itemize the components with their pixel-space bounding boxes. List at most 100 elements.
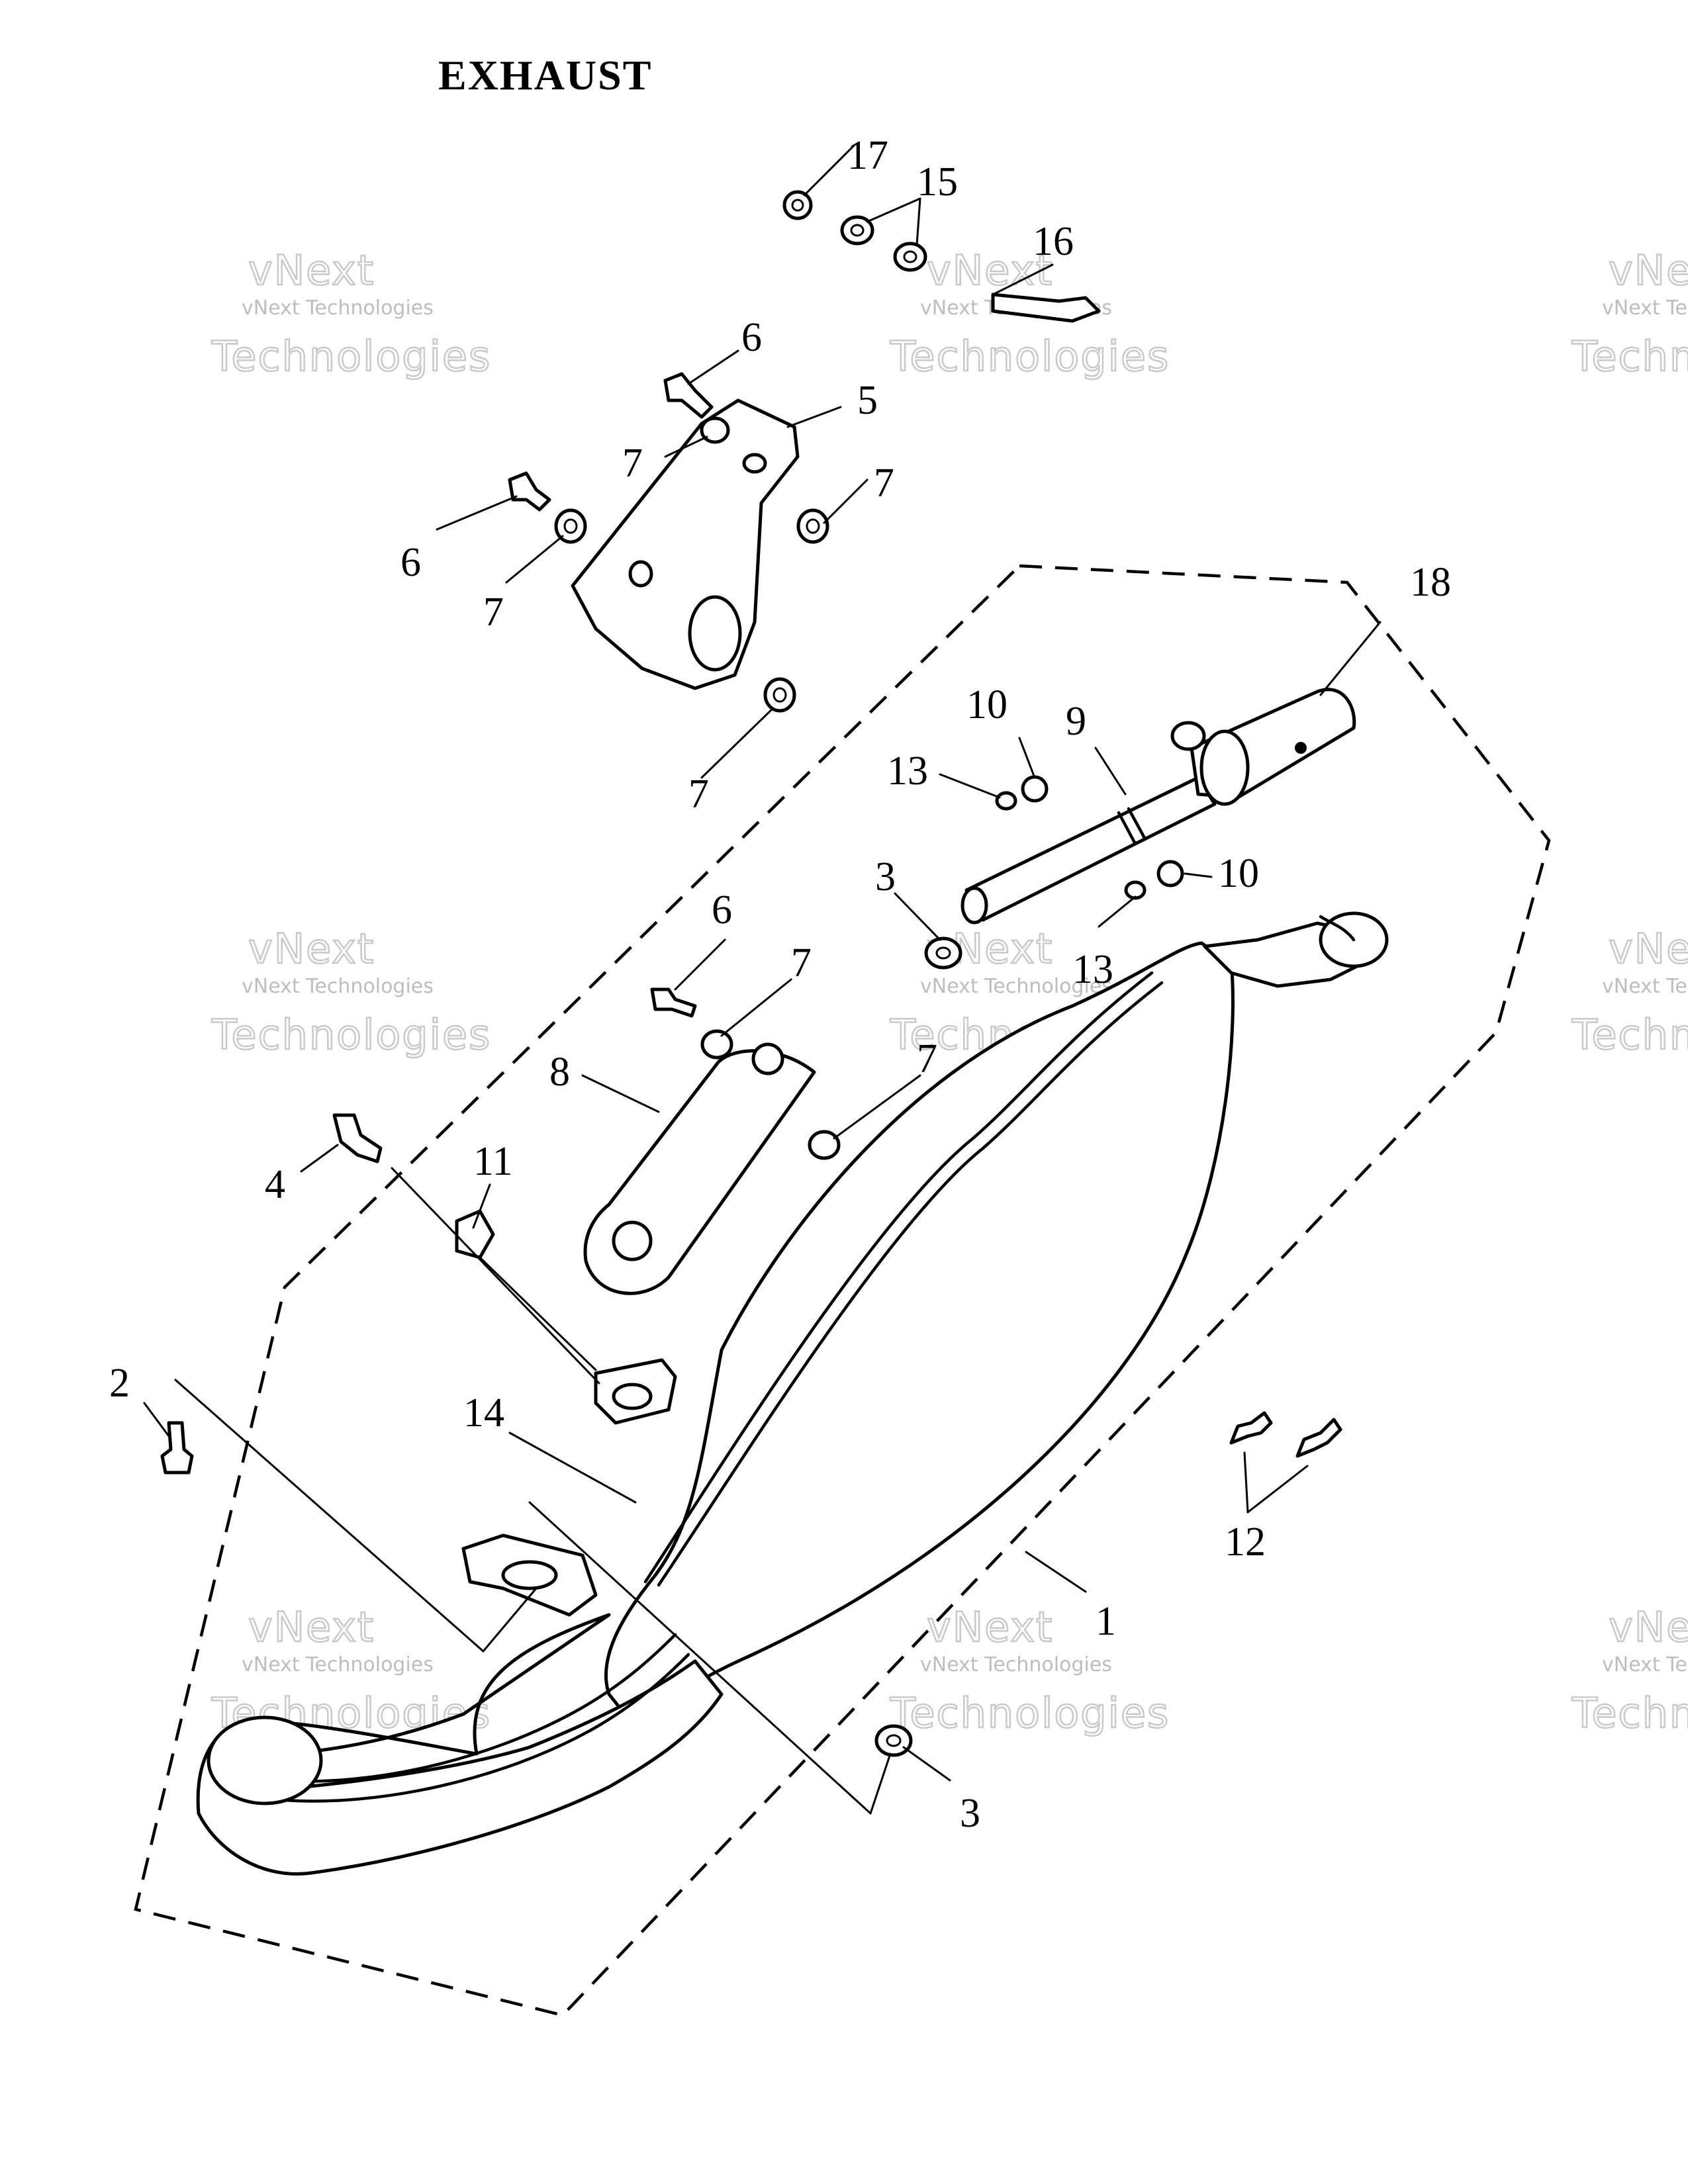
bolt-2 xyxy=(160,1421,194,1475)
exhaust-header-curve xyxy=(196,1613,724,1876)
svg-text:vNext Technologies: vNext Technologies xyxy=(1602,296,1688,320)
washer-15 xyxy=(893,242,927,272)
callouts: 17 15 16 6 5 7 7 6 7 18 7 10 9 13 3 10 1… xyxy=(109,133,1451,1836)
callout-4: 4 xyxy=(265,1162,285,1207)
bracket-large-hole xyxy=(688,595,742,672)
callout-6: 6 xyxy=(741,315,762,360)
svg-text:vNext: vNext xyxy=(1609,1603,1688,1651)
clip-11 xyxy=(455,1209,495,1259)
svg-text:vNext: vNext xyxy=(1609,246,1688,295)
svg-text:Technologies: Technologies xyxy=(211,1011,491,1059)
bolt-6 xyxy=(663,372,714,419)
bolt-12 xyxy=(1295,1418,1342,1458)
washer-15 xyxy=(840,215,874,246)
svg-text:Technologies: Technologies xyxy=(1571,332,1688,381)
callout-1: 1 xyxy=(1096,1599,1116,1644)
callout-7: 7 xyxy=(622,441,643,486)
callout-6: 6 xyxy=(400,540,421,585)
svg-text:vNext: vNext xyxy=(248,925,375,973)
callout-5: 5 xyxy=(857,378,878,423)
svg-text:vNext Technologies: vNext Technologies xyxy=(1602,975,1688,998)
callout-7: 7 xyxy=(917,1036,937,1081)
svg-text:Technologies: Technologies xyxy=(1571,1011,1688,1059)
mounting-bracket xyxy=(571,398,800,690)
tailpipe-ring xyxy=(1117,811,1137,846)
assembly-boundary xyxy=(134,564,1551,2017)
bolt-6 xyxy=(508,471,551,512)
callout-18: 18 xyxy=(1410,560,1451,605)
gasket-3 xyxy=(924,936,962,970)
svg-text:vNext: vNext xyxy=(248,246,375,295)
chamber-seam xyxy=(643,971,1154,1584)
flange-port xyxy=(501,1560,558,1590)
svg-text:vNext Technologies: vNext Technologies xyxy=(242,1653,434,1676)
svg-text:vNext Technologies: vNext Technologies xyxy=(242,975,434,998)
callout-10: 10 xyxy=(966,682,1008,727)
header-seam xyxy=(276,1633,677,1783)
svg-text:vNext Technologies: vNext Technologies xyxy=(1602,1653,1688,1676)
washer-7 xyxy=(554,508,587,544)
shield-hole xyxy=(751,1042,784,1075)
nut-10 xyxy=(1021,775,1049,803)
shield-hole xyxy=(612,1220,653,1261)
washer-7 xyxy=(700,416,730,444)
gasket-3 xyxy=(874,1724,913,1757)
nut-17 xyxy=(782,190,813,220)
tailpipe-ring-2 xyxy=(1127,807,1147,841)
leader-lines xyxy=(143,144,1382,1815)
silencer-rivet xyxy=(1295,742,1307,754)
heat-shield xyxy=(583,1042,816,1295)
callout-11: 11 xyxy=(473,1139,513,1184)
svg-text:vNext Technologies: vNext Technologies xyxy=(920,975,1112,998)
nut-17-bore xyxy=(791,199,804,212)
bolt-12 xyxy=(1229,1411,1273,1445)
washer-7 xyxy=(796,508,829,544)
silencer-band xyxy=(1199,729,1250,806)
watermark: vNext vNext Technologies Technologies xyxy=(1571,1602,1688,1739)
bracket-plate xyxy=(571,398,800,690)
washer-7 xyxy=(808,1130,841,1160)
stud-16 xyxy=(991,293,1101,323)
callout-13: 13 xyxy=(1072,947,1113,992)
callout-8: 8 xyxy=(549,1050,570,1095)
expansion-chamber-body xyxy=(604,941,1235,1729)
svg-text:vNext: vNext xyxy=(1609,925,1688,973)
svg-text:vNext Technologies: vNext Technologies xyxy=(242,296,434,320)
washer-13 xyxy=(1124,880,1147,900)
svg-text:Technologies: Technologies xyxy=(890,1689,1170,1737)
washer-13 xyxy=(995,791,1017,811)
silencer-tailpipe xyxy=(961,688,1356,925)
svg-text:vNext: vNext xyxy=(927,246,1053,295)
hardware xyxy=(160,190,1342,1757)
callout-6: 6 xyxy=(712,887,732,933)
bracket-hole xyxy=(742,453,767,474)
washer-7 xyxy=(700,1029,733,1060)
callout-12: 12 xyxy=(1225,1520,1266,1565)
svg-text:Technologies: Technologies xyxy=(890,332,1170,381)
watermark: vNext vNext Technologies Technologies xyxy=(889,1602,1170,1739)
callout-2: 2 xyxy=(109,1361,130,1406)
callout-16: 16 xyxy=(1033,219,1074,264)
washer-7 xyxy=(763,677,796,713)
outlet-lip xyxy=(1319,915,1356,942)
watermark: vNext vNext Technologies Technologies xyxy=(1571,924,1688,1060)
callout-7: 7 xyxy=(791,940,812,985)
svg-text:vNext: vNext xyxy=(248,1603,375,1651)
header-inlet xyxy=(207,1715,323,1805)
watermark: vNext vNext Technologies Technologies xyxy=(211,246,491,382)
callout-13: 13 xyxy=(887,749,928,794)
bracket-hole xyxy=(628,560,653,588)
bolt-4 xyxy=(332,1113,383,1163)
callout-7: 7 xyxy=(688,772,709,817)
callout-14: 14 xyxy=(463,1390,504,1435)
callout-17: 17 xyxy=(847,133,888,178)
diagram-title: EXHAUST xyxy=(438,52,652,99)
callout-15: 15 xyxy=(917,159,958,205)
watermark: vNext vNext Technologies Technologies xyxy=(211,924,491,1060)
silencer-mount-tab xyxy=(1170,721,1206,751)
callout-9: 9 xyxy=(1066,699,1086,744)
bolt-6 xyxy=(650,987,697,1018)
nut-10 xyxy=(1156,860,1184,887)
chamber-seam-inner xyxy=(657,981,1164,1587)
